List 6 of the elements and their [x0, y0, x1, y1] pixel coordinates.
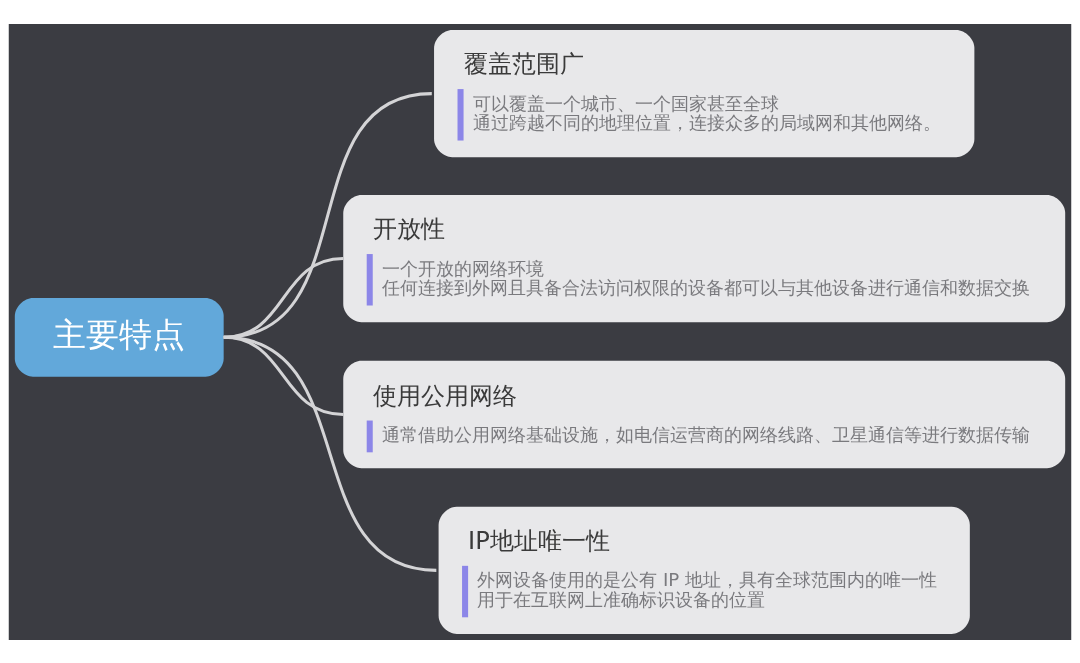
node-box: 主要特点 — [14, 297, 224, 377]
node-box: 覆盖范围广 可以覆盖一个城市、一个国家甚至全球 通过跨越不同的地理位置，连接众多的局域网和其他网络。 — [434, 29, 975, 157]
node-box: 开放性 一个开放的网络环境 任何连接到外网且具备合法访问权限的设备都可以与其他设备进行通信和数据交换 — [343, 194, 1066, 322]
connector — [223, 335, 437, 572]
node-box: IP地址唯一性 外网设备使用的是公有 IP 地址，具有全球范围内的唯一性 用于在互联网上准确标识设备的位置 — [438, 506, 970, 634]
node-box: 使用公用网络 通常借助公用网络基础设施，如电信运营商的网络线路、卫星通信等进行数据传输 — [343, 360, 1066, 468]
